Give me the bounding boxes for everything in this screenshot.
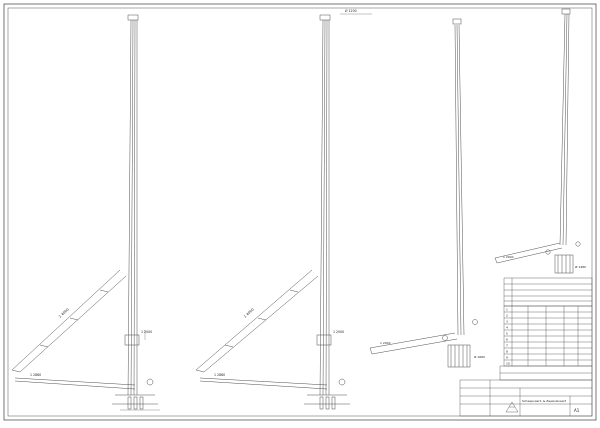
dim-pedestal-b: Ø 1480 [575, 264, 586, 269]
parts-row-label: 5 [506, 332, 508, 336]
dim-boom-iso-right: 1 2000 [503, 255, 514, 259]
outer-border [3, 3, 597, 421]
company-name: Scheepvaart- & Zeesnelvaart [522, 399, 567, 403]
dim-base-right: 1 2880 [214, 373, 225, 377]
dim-mast-left: 1 2000 [141, 330, 152, 334]
parts-row-label: 7 [506, 344, 508, 348]
dim-mast-right: 1 2000 [333, 330, 344, 334]
title-block [459, 277, 593, 417]
parts-row-label: 3 [506, 320, 508, 324]
mast-view-3-iso [369, 18, 478, 368]
dim-brace-left: 1 4000 [58, 308, 70, 319]
dim-top-view2: Ø 1200 [345, 8, 357, 13]
dim-base-left: 1 2880 [30, 373, 41, 377]
parts-row-label: 4 [506, 326, 508, 330]
parts-row-label: 8 [506, 350, 508, 354]
parts-row-label: 6 [506, 338, 508, 342]
inner-border [7, 7, 593, 417]
parts-row-label: 1 [506, 308, 508, 312]
parts-row-label: 10 [506, 362, 510, 366]
mast-view-1 [11, 14, 160, 411]
dim-pedestal-a: Ø 1660 [474, 354, 485, 359]
mast-view-4-iso [494, 8, 581, 274]
mast-view-2 [195, 13, 372, 410]
dim-boom-iso-left: 1 2000 [380, 341, 391, 345]
parts-row-label: 9 [506, 356, 508, 360]
parts-row-label: 2 [506, 314, 508, 318]
dim-brace-right: 1 4000 [243, 308, 255, 319]
company-logo [505, 401, 519, 413]
sheet-number: A1 [574, 408, 580, 413]
